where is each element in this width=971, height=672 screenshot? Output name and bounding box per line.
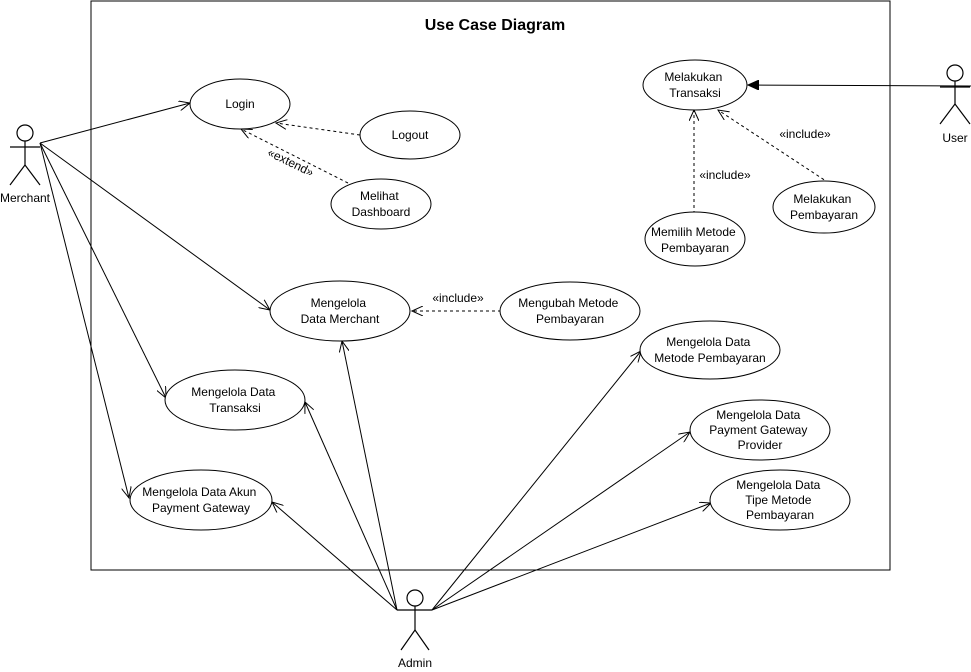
assoc-merchant-data-merchant <box>39 142 270 310</box>
dep-dashboard-login <box>241 129 349 184</box>
assoc-admin-pg-provider <box>431 432 690 611</box>
assoc-admin-tipe-metode <box>431 503 711 611</box>
stick-figure-icon <box>397 589 432 651</box>
associations <box>39 85 971 611</box>
use-case-melakukan-transaksi: Melakukan Transaksi <box>642 59 748 111</box>
use-case-label: Mengelola Data Payment Gateway Provider <box>709 408 810 452</box>
use-case-mengubah-metode-pembayaran: Mengubah Metode Pembayaran <box>499 281 641 341</box>
use-case-mengelola-data-tipe-metode-pembayaran: Mengelola Data Tipe Metode Pembayaran <box>709 469 851 531</box>
use-case-label: Mengubah Metode Pembayaran <box>518 296 621 326</box>
stick-figure-icon <box>9 124 41 186</box>
use-case-mengelola-data-transaksi: Mengelola Data Transaksi <box>164 369 306 431</box>
use-case-mengelola-data-payment-gateway-provider: Mengelola Data Payment Gateway Provider <box>689 399 831 461</box>
use-case-melakukan-pembayaran: Melakukan Pembayaran <box>772 180 876 234</box>
dep-pembayaran-transaksi <box>718 110 830 184</box>
assoc-admin-akun-pg <box>272 502 398 611</box>
include-label-pembayaran: «include» <box>779 127 831 141</box>
actor-admin: Admin <box>397 589 432 670</box>
actor-user: User <box>939 64 971 145</box>
use-case-mengelola-data-akun-payment-gateway: Mengelola Data Akun Payment Gateway <box>129 469 273 531</box>
include-label-merchant: «include» <box>432 291 484 305</box>
use-case-label: Melakukan Pembayaran <box>790 192 858 222</box>
assoc-admin-metode-pembayaran <box>431 351 641 611</box>
use-case-label: Mengelola Data Akun Payment Gateway <box>142 485 259 515</box>
use-case-mengelola-data-metode-pembayaran: Mengelola Data Metode Pembayaran <box>639 320 781 380</box>
actor-label: User <box>942 131 967 145</box>
actor-label: Admin <box>398 656 432 670</box>
use-case-mengelola-data-merchant: Mengelola Data Merchant <box>269 280 411 342</box>
assoc-merchant-login <box>39 103 190 144</box>
assoc-merchant-akun-pg <box>39 142 129 498</box>
assoc-admin-data-transaksi <box>305 402 398 611</box>
use-case-label: Mengelola Data Merchant <box>301 296 380 326</box>
use-case-melihat-dashboard: Melihat Dashboard <box>330 178 432 230</box>
use-case-label: Mengelola Data Tipe Metode Pembayaran <box>736 478 823 522</box>
stick-figure-icon <box>939 64 971 125</box>
use-case-memilih-metode-pembayaran: Memilih Metode Pembayaran <box>644 211 746 267</box>
diagram-title: Use Case Diagram <box>425 17 566 34</box>
use-case-label: Mengelola Data Metode Pembayaran <box>654 335 765 365</box>
actor-merchant: Merchant <box>0 124 51 205</box>
use-case-label: Melakukan Transaksi <box>664 70 725 100</box>
assoc-admin-data-merchant <box>342 341 398 611</box>
assoc-merchant-data-transaksi <box>39 142 166 398</box>
use-case-login: Login <box>189 78 291 130</box>
dependencies <box>241 110 830 311</box>
use-case-label: Melihat Dashboard <box>352 189 411 219</box>
assoc-user-transaksi <box>748 85 971 86</box>
use-case-label: Mengelola Data Transaksi <box>191 385 278 415</box>
include-label-metode: «include» <box>699 168 751 182</box>
use-case-logout: Logout <box>359 110 461 160</box>
dep-logout-login <box>276 123 361 136</box>
use-case-label: Login <box>225 97 254 111</box>
use-case-label: Logout <box>392 128 429 142</box>
use-case-label: Memilih Metode Pembayaran <box>651 225 739 255</box>
actor-label: Merchant <box>0 191 51 205</box>
